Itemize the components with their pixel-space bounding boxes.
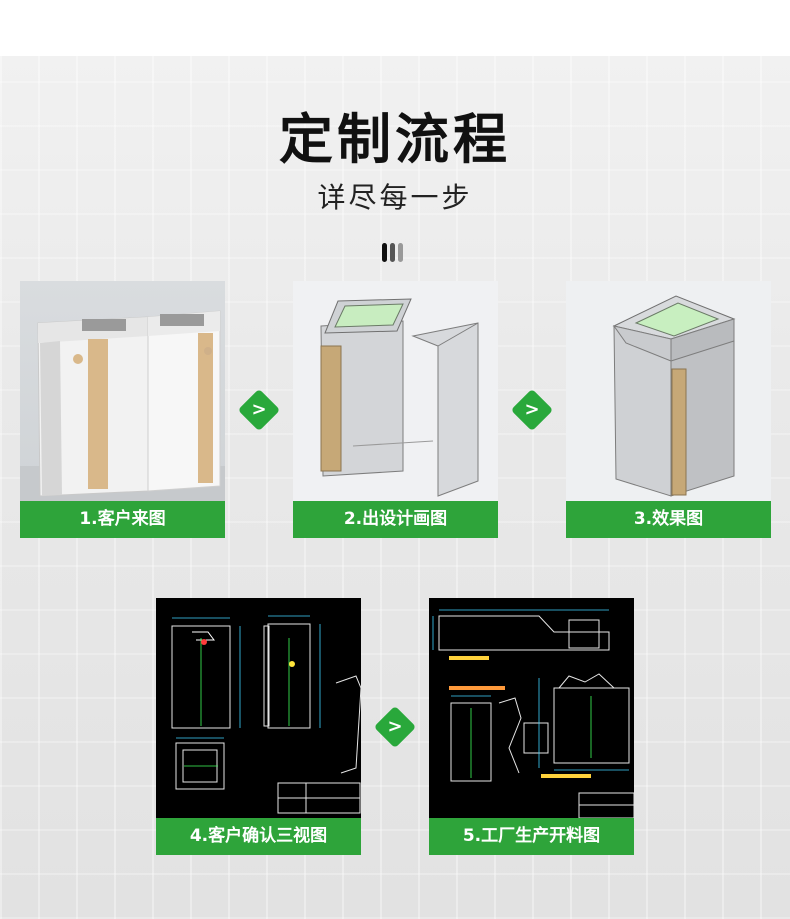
step-5-label: 5.工厂生产开料图 xyxy=(429,818,634,855)
step-card-4: 4.客户确认三视图 xyxy=(156,598,361,855)
step-5-image xyxy=(429,598,634,818)
step-card-1: 1.客户来图 xyxy=(20,281,225,538)
arrow-right-icon: > xyxy=(373,705,417,749)
step-3-label: 3.效果图 xyxy=(566,501,771,538)
step-1-image xyxy=(20,281,225,501)
step-4-image xyxy=(156,598,361,818)
decor-bars-icon xyxy=(382,243,408,263)
step-card-5: 5.工厂生产开料图 xyxy=(429,598,634,855)
step-4-label: 4.客户确认三视图 xyxy=(156,818,361,855)
arrow-right-icon: > xyxy=(510,388,554,432)
step-2-image xyxy=(293,281,498,501)
step-card-2: 2.出设计画图 xyxy=(293,281,498,538)
step-card-3: 3.效果图 xyxy=(566,281,771,538)
arrow-right-icon: > xyxy=(237,388,281,432)
step-1-label: 1.客户来图 xyxy=(20,501,225,538)
page-subtitle: 详尽每一步 xyxy=(317,181,473,214)
step-2-label: 2.出设计画图 xyxy=(293,501,498,538)
page-title: 定制流程 xyxy=(279,108,511,171)
step-3-image xyxy=(566,281,771,501)
